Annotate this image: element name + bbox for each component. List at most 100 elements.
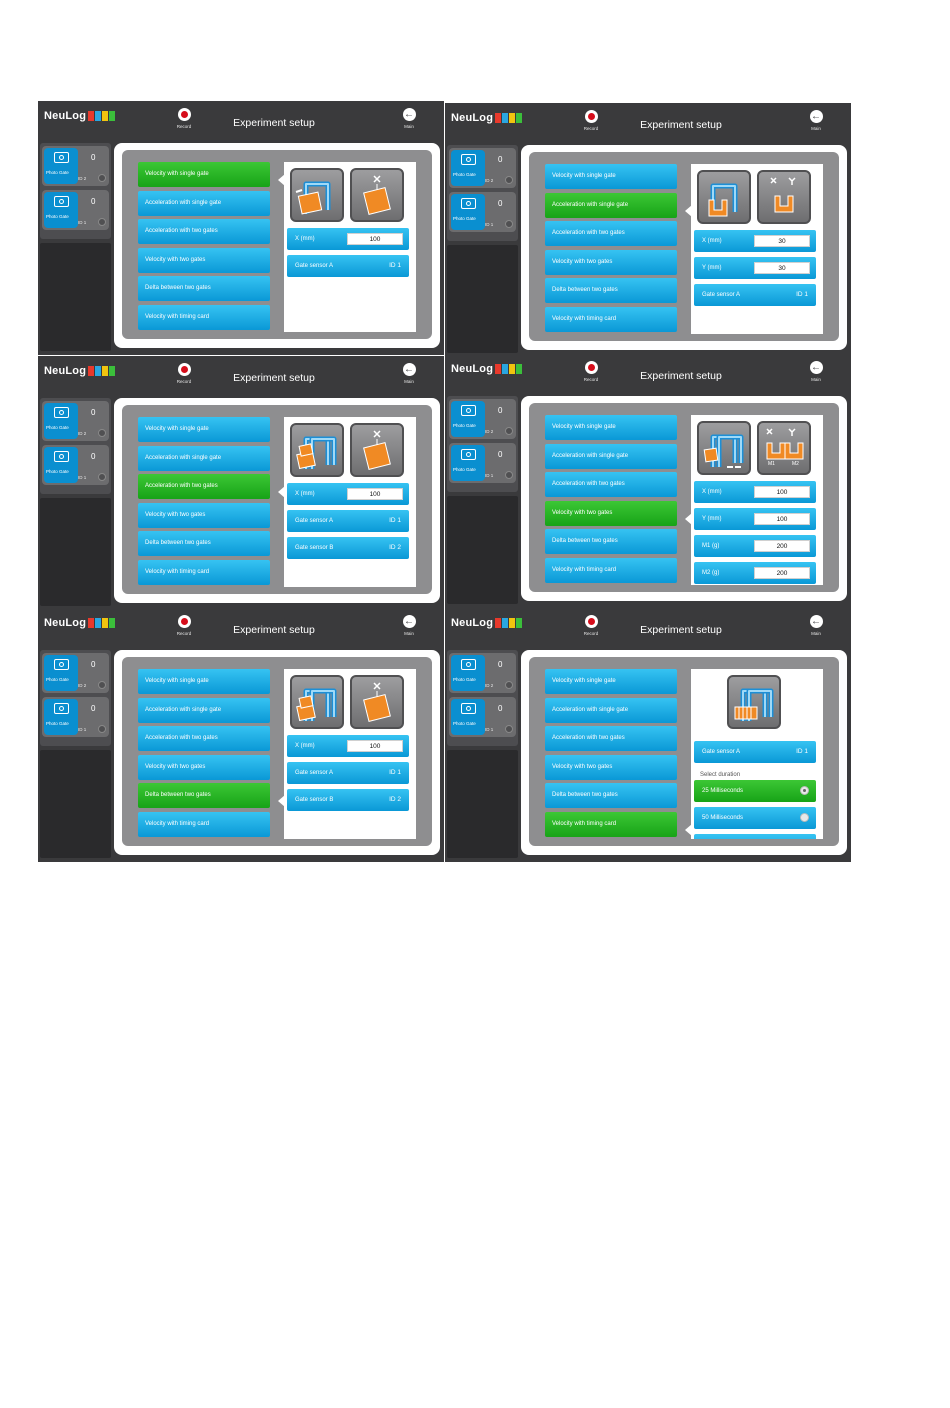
sensor-tile[interactable]: Photo Gate	[451, 150, 485, 186]
sensor-tile[interactable]: Photo Gate	[44, 148, 78, 184]
experiment-button[interactable]: Delta between two gates	[545, 278, 677, 303]
experiment-button[interactable]: Velocity with single gate	[545, 415, 677, 440]
experiment-button[interactable]: Velocity with two gates	[545, 500, 677, 526]
record-button[interactable]: Record	[579, 615, 603, 636]
experiment-button[interactable]: Delta between two gates	[545, 529, 677, 554]
sensor-toggle[interactable]	[505, 220, 513, 228]
sensor-tile[interactable]: Photo Gate	[451, 194, 485, 230]
sensor-tile[interactable]: Photo Gate	[44, 192, 78, 228]
sensor-toggle[interactable]	[505, 681, 513, 689]
experiment-button[interactable]: Acceleration with two gates	[545, 472, 677, 497]
record-button[interactable]: Record	[172, 615, 196, 636]
record-button[interactable]: Record	[172, 363, 196, 384]
duration-option[interactable]: 25 Milliseconds	[694, 780, 816, 802]
gate-sensor-row[interactable]: Gate sensor A ID 1	[287, 510, 409, 532]
duration-option[interactable]: 50 Milliseconds	[694, 807, 816, 829]
sensor-toggle[interactable]	[98, 681, 106, 689]
experiment-button[interactable]: Acceleration with two gates	[138, 726, 270, 751]
sensor-module[interactable]: Photo Gate ID 1 0	[42, 445, 109, 485]
sensor-module[interactable]: Photo Gate ID 1 0	[42, 697, 109, 737]
sensor-module[interactable]: Photo Gate ID 1 0	[449, 443, 516, 483]
experiment-button[interactable]: Velocity with two gates	[545, 249, 677, 275]
sensor-tile[interactable]: Photo Gate	[44, 403, 78, 439]
sensor-toggle[interactable]	[505, 176, 513, 184]
parameter-input[interactable]: 100	[347, 740, 403, 752]
parameter-input[interactable]: 100	[754, 486, 810, 498]
sensor-tile[interactable]: Photo Gate	[44, 447, 78, 483]
gate-sensor-row[interactable]: Gate sensor A ID 1	[287, 255, 409, 277]
experiment-button[interactable]: Acceleration with single gate	[138, 697, 270, 723]
sensor-toggle[interactable]	[98, 725, 106, 733]
sensor-toggle[interactable]	[505, 427, 513, 435]
experiment-button[interactable]: Acceleration with two gates	[138, 219, 270, 244]
sensor-module[interactable]: Photo Gate ID 2 0	[42, 653, 109, 693]
experiment-button[interactable]: Acceleration with single gate	[545, 443, 677, 469]
sensor-toggle[interactable]	[98, 174, 106, 182]
sensor-module[interactable]: Photo Gate ID 2 0	[449, 653, 516, 693]
experiment-button[interactable]: Delta between two gates	[138, 531, 270, 556]
gate-sensor-row[interactable]: Gate sensor B ID 2	[287, 789, 409, 811]
gate-sensor-row[interactable]: Gate sensor A ID 1	[287, 762, 409, 784]
experiment-button[interactable]: Delta between two gates	[138, 276, 270, 301]
record-button[interactable]: Record	[579, 110, 603, 131]
gate-sensor-row[interactable]: Gate sensor A ID 1	[694, 741, 816, 763]
experiment-button[interactable]: Velocity with timing card	[545, 306, 677, 332]
duration-option[interactable]	[694, 834, 816, 839]
record-button[interactable]: Record	[172, 108, 196, 129]
experiment-button[interactable]: Delta between two gates	[545, 783, 677, 808]
experiment-button[interactable]: Velocity with timing card	[138, 559, 270, 585]
experiment-button[interactable]: Delta between two gates	[138, 783, 270, 808]
experiment-button[interactable]: Acceleration with single gate	[138, 445, 270, 471]
experiment-button[interactable]: Acceleration with single gate	[545, 192, 677, 218]
parameter-input[interactable]: 100	[754, 513, 810, 525]
parameter-input[interactable]: 30	[754, 235, 810, 247]
sensor-tile[interactable]: Photo Gate	[451, 445, 485, 481]
sensor-toggle[interactable]	[98, 429, 106, 437]
experiment-button[interactable]: Acceleration with single gate	[545, 697, 677, 723]
sensor-module[interactable]: Photo Gate ID 2 0	[449, 399, 516, 439]
experiment-button[interactable]: Acceleration with two gates	[545, 221, 677, 246]
sensor-toggle[interactable]	[505, 725, 513, 733]
sensor-tile[interactable]: Photo Gate	[44, 699, 78, 735]
sensor-tile[interactable]: Photo Gate	[451, 401, 485, 437]
sensor-module[interactable]: Photo Gate ID 1 0	[449, 697, 516, 737]
sensor-module[interactable]: Photo Gate ID 2 0	[449, 148, 516, 188]
experiment-button[interactable]: Velocity with two gates	[545, 754, 677, 780]
experiment-button[interactable]: Acceleration with single gate	[138, 190, 270, 216]
experiment-button[interactable]: Velocity with timing card	[138, 304, 270, 330]
experiment-button[interactable]: Velocity with single gate	[138, 417, 270, 442]
main-button[interactable]: ← Main	[805, 361, 827, 382]
parameter-input[interactable]: 200	[754, 540, 810, 552]
parameter-input[interactable]: 30	[754, 262, 810, 274]
sensor-toggle[interactable]	[505, 471, 513, 479]
parameter-input[interactable]: 100	[347, 233, 403, 245]
experiment-button[interactable]: Velocity with single gate	[138, 162, 270, 187]
sensor-tile[interactable]: Photo Gate	[44, 655, 78, 691]
experiment-button[interactable]: Velocity with single gate	[545, 669, 677, 694]
parameter-input[interactable]: 100	[347, 488, 403, 500]
radio-button[interactable]	[800, 813, 809, 822]
experiment-button[interactable]: Velocity with timing card	[138, 811, 270, 837]
experiment-button[interactable]: Velocity with timing card	[545, 557, 677, 583]
sensor-tile[interactable]: Photo Gate	[451, 655, 485, 691]
sensor-toggle[interactable]	[98, 218, 106, 226]
sensor-module[interactable]: Photo Gate ID 2 0	[42, 146, 109, 186]
main-button[interactable]: ← Main	[398, 108, 420, 129]
sensor-module[interactable]: Photo Gate ID 1 0	[42, 190, 109, 230]
experiment-button[interactable]: Velocity with two gates	[138, 502, 270, 528]
gate-sensor-row[interactable]: Gate sensor A ID 1	[694, 284, 816, 306]
parameter-input[interactable]: 200	[754, 567, 810, 579]
sensor-toggle[interactable]	[98, 473, 106, 481]
main-button[interactable]: ← Main	[805, 110, 827, 131]
experiment-button[interactable]: Velocity with single gate	[545, 164, 677, 189]
main-button[interactable]: ← Main	[805, 615, 827, 636]
experiment-button[interactable]: Velocity with two gates	[138, 247, 270, 273]
sensor-module[interactable]: Photo Gate ID 2 0	[42, 401, 109, 441]
gate-sensor-row[interactable]: Gate sensor B ID 2	[287, 537, 409, 559]
record-button[interactable]: Record	[579, 361, 603, 382]
experiment-button[interactable]: Acceleration with two gates	[545, 726, 677, 751]
experiment-button[interactable]: Acceleration with two gates	[138, 474, 270, 499]
main-button[interactable]: ← Main	[398, 615, 420, 636]
experiment-button[interactable]: Velocity with single gate	[138, 669, 270, 694]
experiment-button[interactable]: Velocity with timing card	[545, 811, 677, 837]
